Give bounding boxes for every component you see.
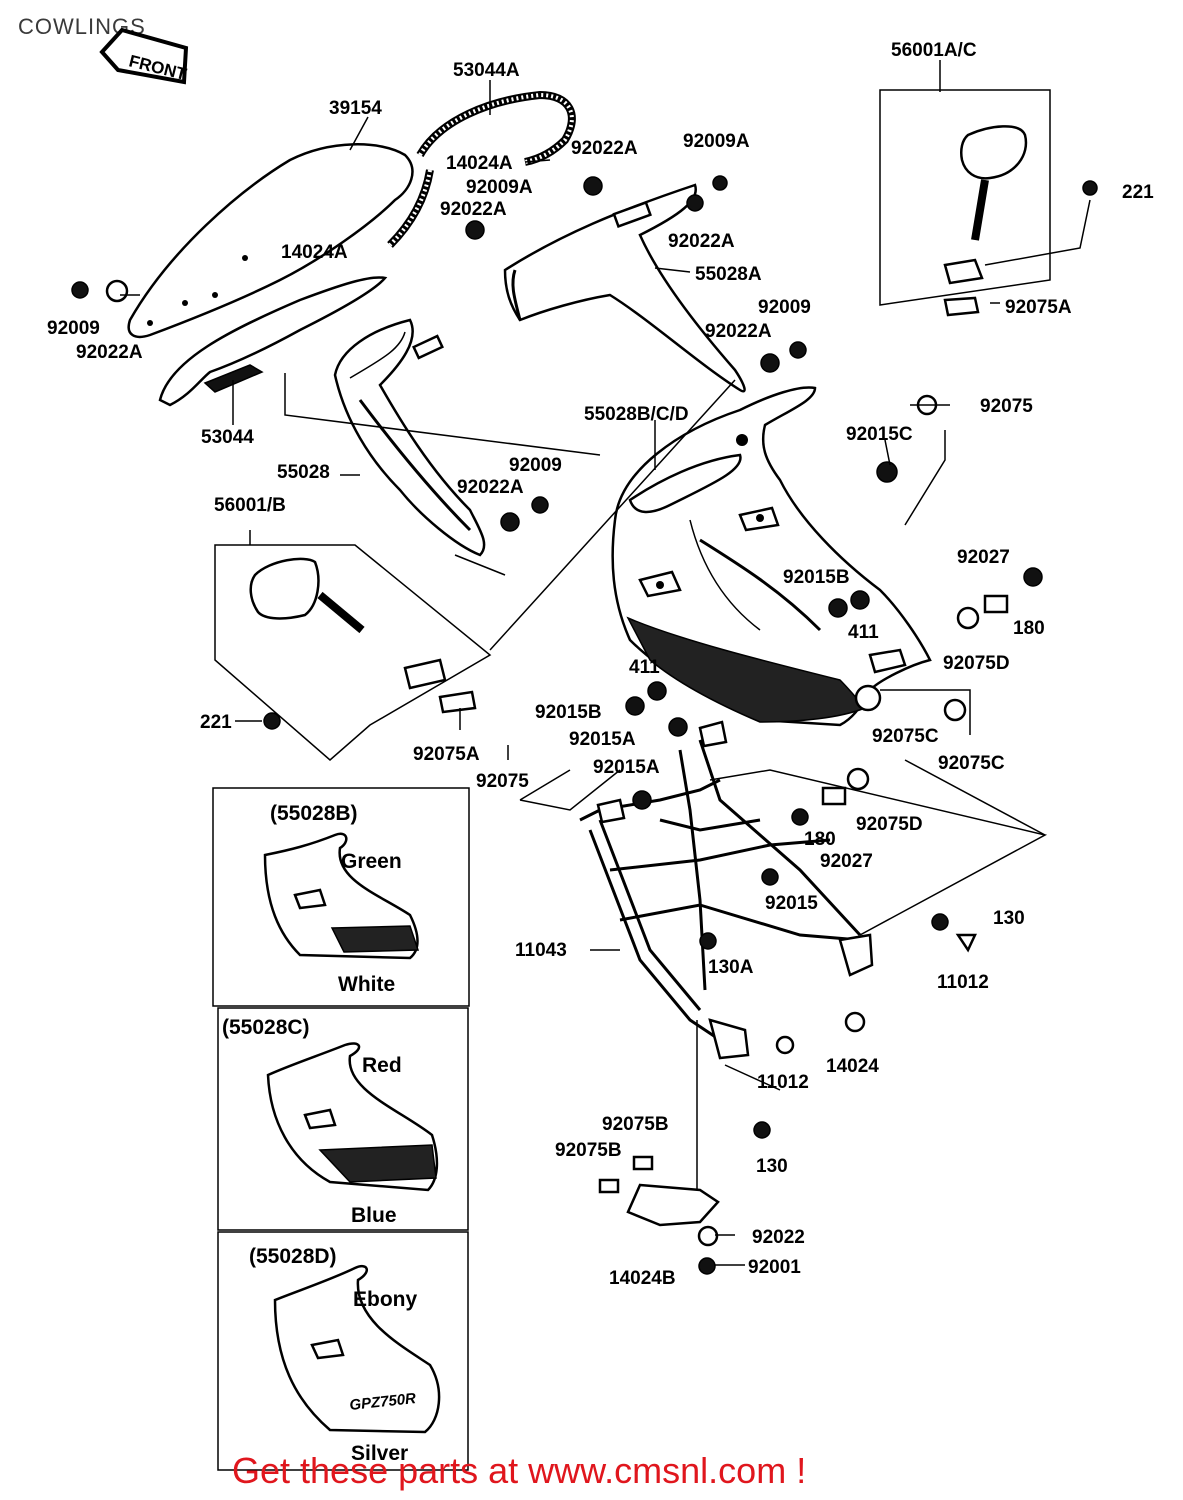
part-label: 92015A (593, 757, 660, 778)
part-label: 92009 (509, 455, 562, 476)
part-label: 221 (200, 712, 232, 733)
part-label: 92009 (47, 318, 100, 339)
part-label: 92015B (535, 702, 602, 723)
part-label: 92027 (957, 547, 1010, 568)
variant-bottom-color: Silver (351, 1442, 408, 1465)
part-label: 130 (756, 1156, 788, 1177)
part-label: 92022 (752, 1227, 805, 1248)
variant-bottom-color: White (338, 973, 395, 996)
part-label: 14024 (826, 1056, 879, 1077)
part-label: 92075 (980, 396, 1033, 417)
part-label: 92015 (765, 893, 818, 914)
part-label: 92022A (571, 138, 638, 159)
inner-cover-left (333, 318, 486, 557)
part-label: 92001 (748, 1257, 801, 1278)
variant-labels: (55028B) Green White (55028C) Red Blue (… (222, 802, 417, 1465)
variant-top-color: Ebony (353, 1288, 417, 1311)
part-label: 55028A (695, 264, 762, 285)
part-label: 39154 (329, 98, 382, 119)
gpz-decal: GPZ750R (349, 1390, 417, 1414)
variant-top-color: Red (362, 1054, 402, 1077)
part-label: 92009A (683, 131, 750, 152)
part-label: 92075A (413, 744, 480, 765)
upper-cowling (611, 386, 932, 727)
windshield (127, 143, 414, 339)
front-arrow-badge: FRONT (99, 27, 189, 85)
part-label: 130 (993, 908, 1025, 929)
part-label: 14024A (281, 242, 348, 263)
part-label: 92075D (856, 814, 923, 835)
variant-bottom-color: Blue (351, 1204, 397, 1227)
part-label: 53044A (453, 60, 520, 81)
part-label: 221 (1122, 182, 1154, 203)
part-label: 92075 (476, 771, 529, 792)
part-label: 14024A (446, 153, 513, 174)
part-label: 92075B (555, 1140, 622, 1161)
part-label: 130A (708, 957, 754, 978)
windshield-trim-upper (387, 90, 576, 248)
part-label: 53044 (201, 427, 254, 448)
fasteners (71, 175, 1098, 1275)
mirror-left-group (214, 544, 492, 761)
part-label: 14024B (609, 1268, 676, 1289)
part-label: 92009 (758, 297, 811, 318)
part-label: 11043 (515, 940, 567, 961)
part-label: 55028 (277, 462, 330, 483)
part-label: 92075B (602, 1114, 669, 1135)
part-label: 92022A (440, 199, 507, 220)
part-label: 11012 (937, 972, 989, 993)
inner-cover-right (503, 183, 746, 393)
mount-plate (598, 1155, 720, 1227)
variant-panels: GPZ750R (212, 787, 470, 1471)
part-labels: 53044A 39154 14024A 92022A 92009A 92009A… (47, 40, 1154, 1289)
windshield-trim-lower (158, 276, 388, 407)
part-label: 92027 (820, 851, 873, 872)
part-label: 92015A (569, 729, 636, 750)
part-label: 92075D (943, 653, 1010, 674)
part-label: 92022A (76, 342, 143, 363)
part-label: 56001A/C (891, 40, 977, 61)
part-label: 92015C (846, 424, 913, 445)
part-label: 92075C (872, 726, 939, 747)
part-label: 92075C (938, 753, 1005, 774)
variant-part-label: (55028C) (222, 1016, 310, 1039)
part-label: 411 (848, 622, 879, 643)
part-label: 92022A (457, 477, 524, 498)
part-label: 180 (804, 829, 836, 850)
variant-part-label: (55028B) (270, 802, 358, 825)
cowling-bracket-frame (579, 720, 874, 1060)
part-label: 92022A (705, 321, 772, 342)
variant-top-color: Green (341, 850, 402, 873)
part-label: 92009A (466, 177, 533, 198)
part-label: 180 (1013, 618, 1045, 639)
part-label: 92022A (668, 231, 735, 252)
part-label: 56001/B (214, 495, 286, 516)
part-label: 92015B (783, 567, 850, 588)
part-label: 92075A (1005, 297, 1072, 318)
footer-link-text[interactable]: Get these parts at www.cmsnl.com ! (232, 1450, 807, 1491)
part-label: 11012 (757, 1072, 809, 1093)
part-label: 55028B/C/D (584, 404, 689, 425)
variant-part-label: (55028D) (249, 1245, 337, 1268)
leader-lines (120, 60, 1048, 1266)
mirror-right-group (879, 89, 1091, 317)
part-label: 411 (629, 657, 660, 678)
